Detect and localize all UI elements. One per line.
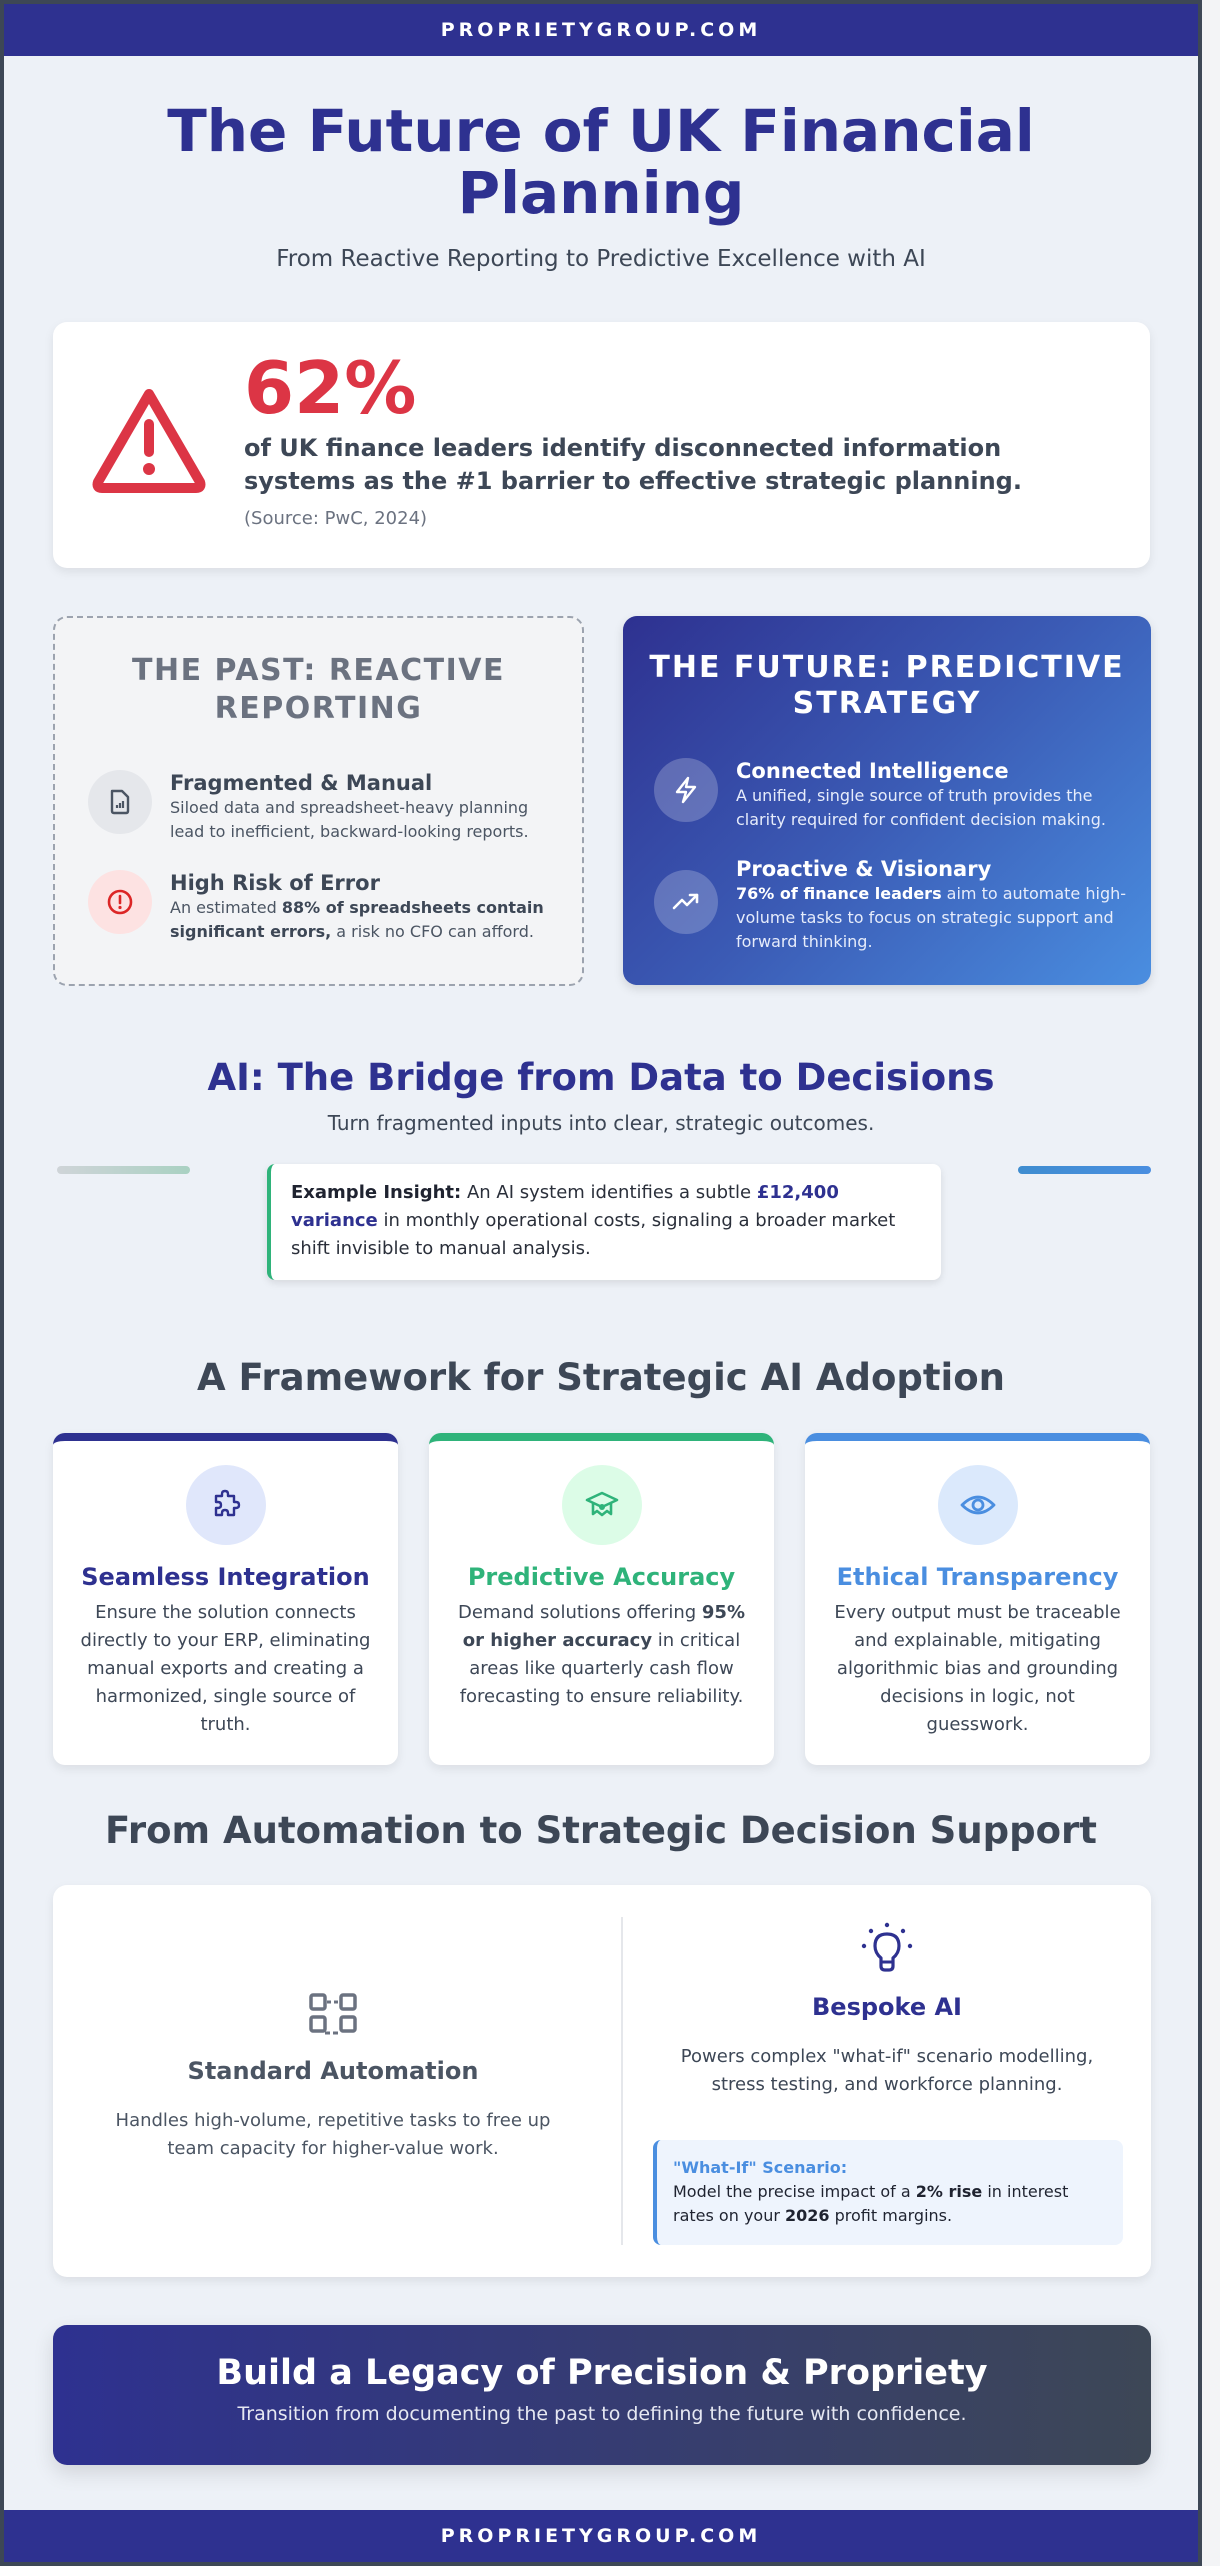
past-item-title: Fragmented & Manual — [170, 771, 433, 795]
framework-card-title: Seamless Integration — [81, 1563, 370, 1591]
automation-title: From Automation to Strategic Decision Su… — [104, 1809, 1097, 1852]
lightning-bolt-icon — [654, 758, 718, 822]
past-item-fragmented: Fragmented & Manual Siloed data and spre… — [88, 770, 550, 844]
alert-circle-icon — [88, 870, 152, 934]
standard-automation-text: Handles high-volume, repetitive tasks to… — [115, 2110, 551, 2159]
framework-card-text: Every output must be traceable and expla… — [834, 1602, 1121, 1735]
connector-line-right — [1018, 1166, 1151, 1174]
stat-description: of UK finance leaders identify disconnec… — [244, 434, 1022, 495]
puzzle-icon — [185, 1465, 266, 1545]
stat-card: 62% of UK finance leaders identify disco… — [53, 322, 1150, 568]
connector-line-left — [57, 1166, 190, 1174]
brand-link-bottom[interactable]: PROPRIETYGROUP.COM — [440, 2525, 762, 2547]
bridge-section: AI: The Bridge from Data to Decisions Tu… — [4, 1056, 1198, 1135]
future-item-text: A unified, single source of truth provid… — [736, 786, 1106, 829]
bespoke-ai-text: Powers complex "what-if" scenario modell… — [680, 2046, 1094, 2095]
eye-icon — [937, 1465, 1018, 1545]
past-title: THE PAST: REACTIVE REPORTING — [132, 653, 505, 726]
top-brand-band: PROPRIETYGROUP.COM — [4, 4, 1198, 56]
stat-value: 62% — [244, 346, 417, 430]
framework-card-text: Ensure the solution connects directly to… — [80, 1602, 371, 1735]
framework-card-title: Ethical Transparency — [836, 1563, 1119, 1591]
panel-divider — [621, 1917, 623, 2245]
bespoke-ai-title: Bespoke AI — [812, 1993, 962, 2021]
past-panel: THE PAST: REACTIVE REPORTING Fragmented … — [53, 616, 584, 986]
framework-card-text: Demand solutions offering 95% or higher … — [458, 1602, 745, 1707]
future-item-proactive: Proactive & Visionary 76% of finance lea… — [654, 856, 1136, 954]
stat-source: (Source: PwC, 2024) — [244, 508, 428, 529]
file-chart-icon — [88, 770, 152, 834]
what-if-label: "What-If" Scenario: — [673, 2158, 848, 2177]
future-item-connected: Connected Intelligence A unified, single… — [654, 758, 1126, 832]
framework-card-title: Predictive Accuracy — [467, 1563, 736, 1591]
cta-title: Build a Legacy of Precision & Propriety — [216, 2353, 988, 2393]
bottom-brand-band: PROPRIETYGROUP.COM — [4, 2510, 1198, 2562]
lightbulb-icon — [623, 1921, 1151, 1979]
future-item-text: 76% of finance leaders aim to automate h… — [736, 884, 1127, 951]
bridge-subtitle: Turn fragmented inputs into clear, strat… — [327, 1111, 875, 1135]
past-item-text: Siloed data and spreadsheet-heavy planni… — [170, 798, 529, 841]
past-item-error: High Risk of Error An estimated 88% of s… — [88, 870, 560, 944]
framework-title: A Framework for Strategic AI Adoption — [196, 1356, 1006, 1399]
what-if-scenario-box: "What-If" Scenario: Model the precise im… — [653, 2140, 1123, 2245]
future-item-title: Connected Intelligence — [736, 759, 1009, 783]
graduation-cap-icon — [561, 1465, 642, 1545]
bespoke-ai-panel: Bespoke AI Powers complex "what-if" scen… — [623, 1885, 1151, 2277]
sitemap-icon — [53, 1993, 613, 2039]
framework-card-transparency: Ethical Transparency Every output must b… — [805, 1433, 1150, 1765]
past-item-title: High Risk of Error — [170, 871, 380, 895]
bridge-title: AI: The Bridge from Data to Decisions — [207, 1056, 995, 1099]
future-title: THE FUTURE: PREDICTIVE STRATEGY — [649, 650, 1125, 721]
page-title: The Future of UK Financial Planning — [167, 97, 1035, 227]
example-insight-box: Example Insight: An AI system identifies… — [267, 1164, 941, 1280]
warning-triangle-icon — [92, 389, 206, 493]
standard-automation-title: Standard Automation — [187, 2057, 479, 2085]
brand-link-top[interactable]: PROPRIETYGROUP.COM — [440, 19, 762, 41]
future-panel: THE FUTURE: PREDICTIVE STRATEGY Connecte… — [623, 616, 1151, 985]
framework-card-integration: Seamless Integration Ensure the solution… — [53, 1433, 398, 1765]
cta-subtitle: Transition from documenting the past to … — [237, 2403, 967, 2425]
standard-automation-panel: Standard Automation Handles high-volume,… — [53, 1885, 613, 2277]
cta-banner: Build a Legacy of Precision & Propriety … — [53, 2325, 1151, 2465]
past-item-text: An estimated 88% of spreadsheets contain… — [170, 898, 544, 941]
future-item-title: Proactive & Visionary — [736, 857, 992, 881]
hero-section: The Future of UK Financial Planning From… — [4, 100, 1198, 272]
automation-card: Standard Automation Handles high-volume,… — [53, 1885, 1151, 2277]
page-subtitle: From Reactive Reporting to Predictive Ex… — [276, 246, 926, 272]
framework-card-accuracy: Predictive Accuracy Demand solutions off… — [429, 1433, 774, 1765]
trending-up-icon — [654, 870, 718, 934]
